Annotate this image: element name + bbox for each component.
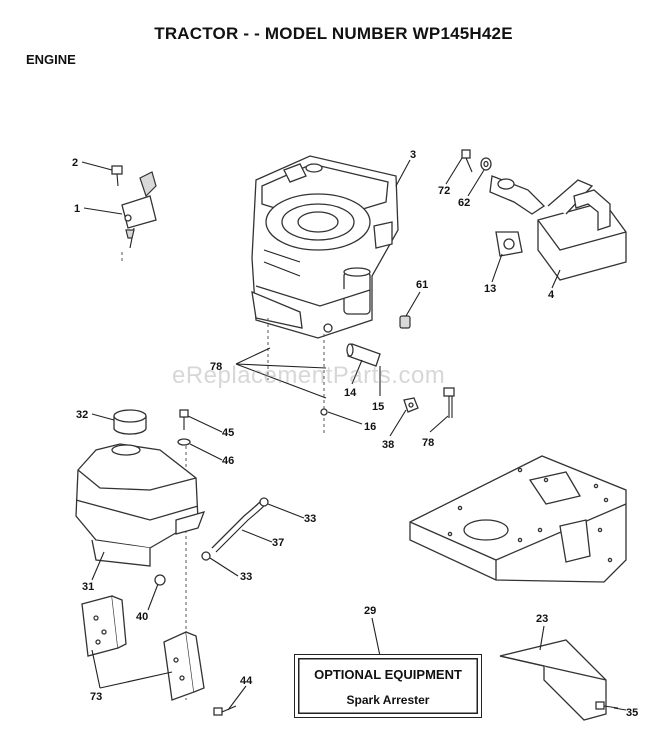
callout-45: 45	[222, 427, 234, 439]
callout-61: 61	[416, 279, 428, 291]
callout-40: 40	[136, 611, 148, 623]
callout-2: 2	[72, 157, 78, 169]
exhaust-gasket	[495, 231, 523, 257]
watermark-text: eReplacementParts.com	[172, 362, 446, 389]
hose-clamp	[259, 497, 269, 507]
callout-23: 23	[536, 613, 548, 625]
tractor-frame	[409, 455, 627, 583]
callout-78-left: 78	[210, 361, 222, 373]
nut-38	[403, 397, 419, 413]
callout-33-lower: 33	[240, 571, 252, 583]
diagram-title: TRACTOR - - MODEL NUMBER WP145H42E	[154, 24, 513, 43]
bolt-78	[443, 387, 455, 418]
callout-35: 35	[626, 707, 638, 719]
callout-72: 72	[438, 185, 450, 197]
washer-16	[320, 408, 328, 416]
tank-bracket-right	[163, 631, 205, 701]
callout-16: 16	[364, 421, 376, 433]
callout-33-upper: 33	[304, 513, 316, 525]
optional-equipment-box: OPTIONAL EQUIPMENT Spark Arrester	[294, 654, 482, 718]
leader-lines	[81, 157, 627, 711]
fuel-cap	[113, 409, 147, 435]
callout-29: 29	[364, 605, 376, 617]
muffler	[489, 175, 627, 281]
washer-46	[177, 438, 191, 446]
throttle-control	[121, 171, 157, 249]
callout-13: 13	[484, 283, 496, 295]
callout-3: 3	[410, 149, 416, 161]
callout-14: 14	[344, 387, 357, 399]
callout-37: 37	[272, 537, 284, 549]
engine	[251, 155, 399, 339]
callout-44: 44	[240, 675, 253, 687]
callout-38: 38	[382, 439, 394, 451]
fuel-tank	[75, 443, 206, 567]
screw-44	[213, 705, 237, 716]
optional-equipment-title: OPTIONAL EQUIPMENT	[314, 667, 462, 682]
callout-15: 15	[372, 401, 384, 413]
callout-32: 32	[76, 409, 88, 421]
callout-31: 31	[82, 581, 94, 593]
screw-72	[461, 149, 473, 173]
screw-35	[595, 701, 619, 710]
spacer-14	[346, 343, 381, 367]
hose-clamp	[201, 551, 211, 561]
grommet-40	[154, 574, 166, 586]
callout-1: 1	[74, 203, 80, 215]
callout-62: 62	[458, 197, 470, 209]
fuel-line	[211, 499, 267, 553]
screw-2	[111, 165, 123, 187]
nipple-61	[399, 315, 411, 329]
lock-washer-62	[480, 157, 492, 171]
callout-73: 73	[90, 691, 102, 703]
section-label: ENGINE	[26, 52, 76, 67]
optional-equipment-item: Spark Arrester	[346, 693, 430, 707]
callout-78-right: 78	[422, 437, 434, 449]
heat-shield-23	[499, 639, 607, 721]
callout-4: 4	[548, 289, 555, 301]
tank-bracket-left	[81, 595, 127, 657]
screw-45	[179, 409, 189, 430]
callout-46: 46	[222, 455, 234, 467]
